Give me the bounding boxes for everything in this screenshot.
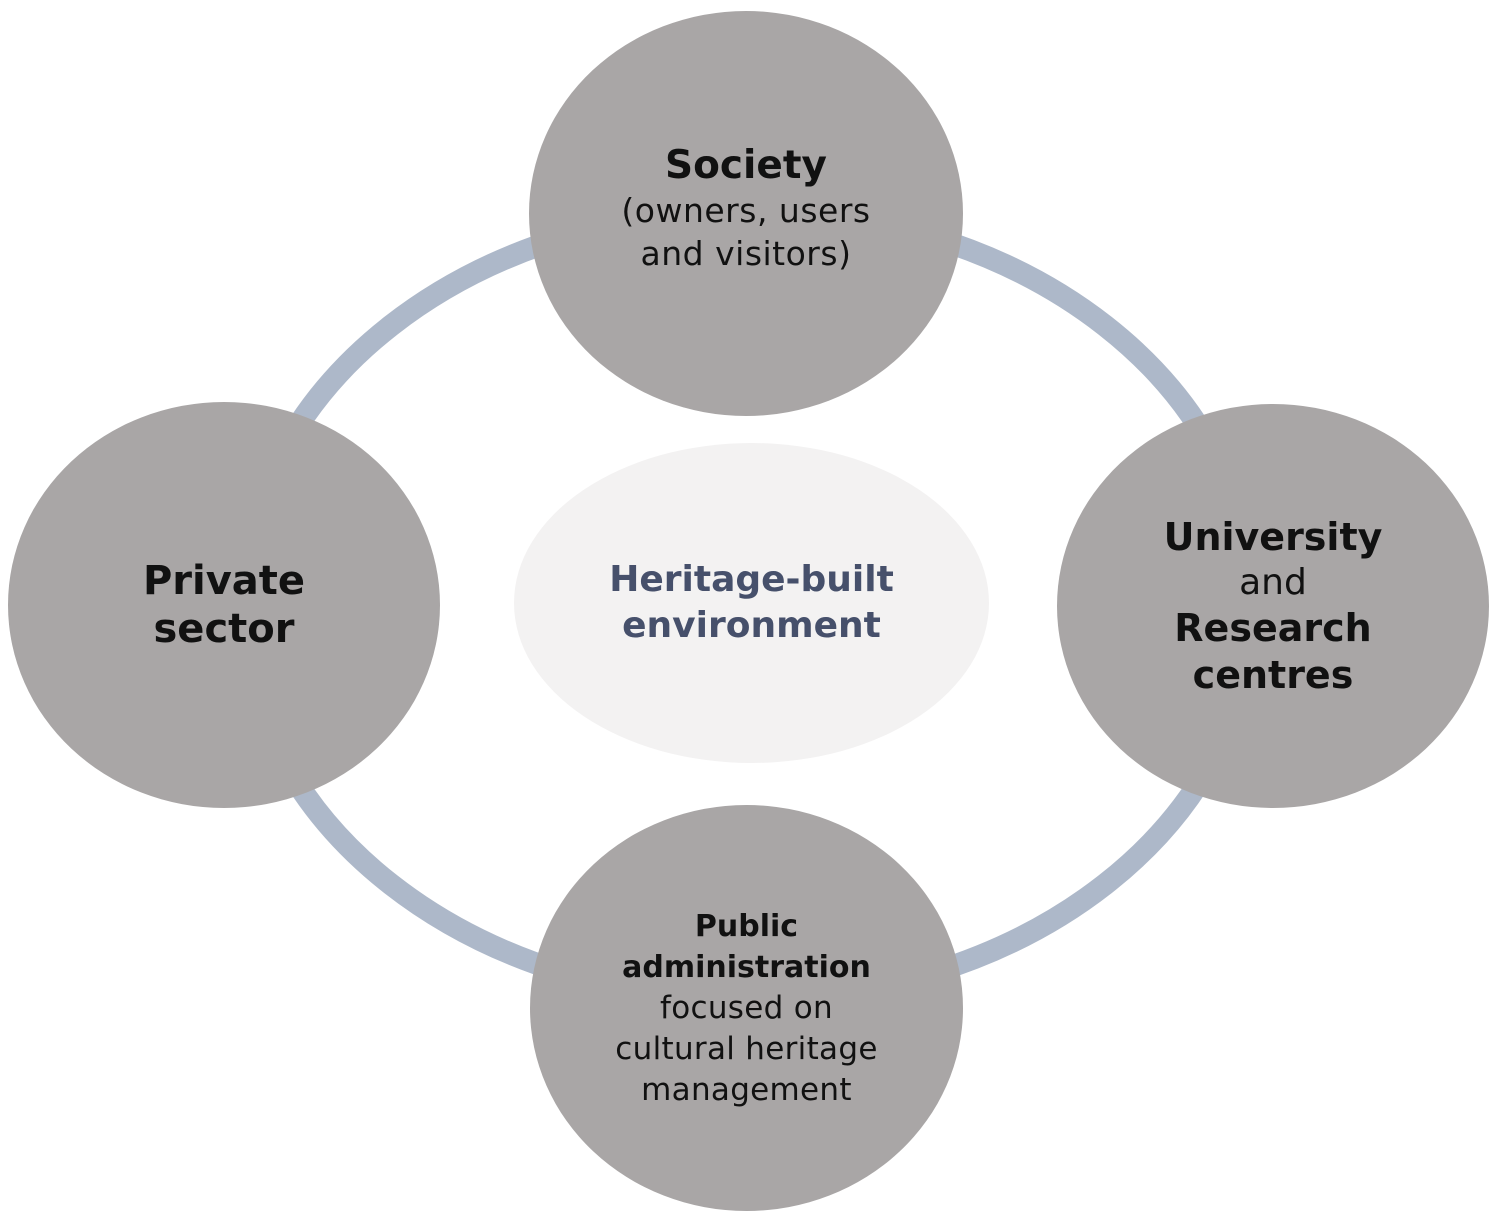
center-ellipse: Heritage-built environment [514,443,989,763]
node-university-research: University and Research centres [1057,404,1489,808]
node-society-title: Society [665,142,827,188]
node-university-line3: Research [1174,605,1372,650]
node-public-administration: Public administration focused on cultura… [530,805,963,1211]
node-public-line1: Public [694,908,799,944]
node-private-line1: Private [142,558,306,604]
node-society-detail-line2: and visitors) [640,233,852,273]
node-society-detail-line1: (owners, users [621,190,871,230]
node-university-line2: and [1239,561,1307,603]
node-public-line5: management [641,1071,852,1108]
node-public-line3: focused on [660,989,833,1026]
node-private-line2: sector [153,606,295,652]
node-society: Society (owners, users and visitors) [529,11,963,416]
node-university-line4: centres [1192,652,1354,697]
center-label-line2: environment [622,605,881,646]
center-label-line1: Heritage-built [609,559,894,600]
node-private-sector: Private sector [8,402,440,808]
node-university-line1: University [1163,514,1383,559]
node-public-line4: cultural heritage [615,1030,878,1067]
node-public-line2: administration [622,949,871,985]
